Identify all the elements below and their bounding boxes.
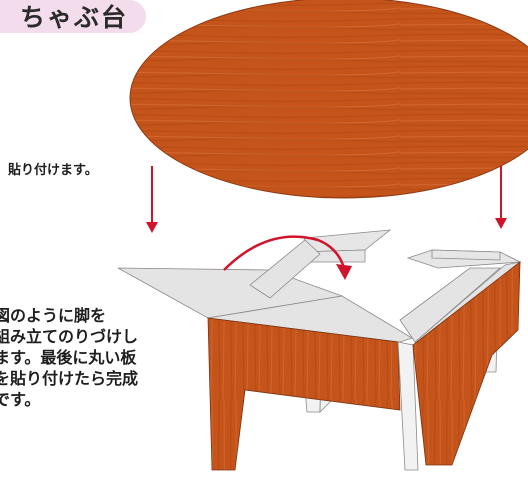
instruction-line: ます。最後に丸い板 <box>0 348 137 367</box>
instruction-line: 図のように脚を <box>0 306 107 325</box>
front-leg <box>207 261 521 471</box>
title-tab <box>0 0 146 33</box>
instruction-line: を貼り付けたら完成 <box>0 369 139 388</box>
curved-arrow-icon <box>223 235 352 280</box>
page-title: ちゃぶ台 <box>20 3 129 32</box>
tabletop <box>129 0 528 199</box>
instruction-line: 組み立てのりづけし <box>0 327 139 346</box>
instruction-top: 貼り付けます。 <box>8 163 98 178</box>
instruction-line: です。 <box>0 390 41 409</box>
down-arrow-icon <box>495 166 507 229</box>
down-arrow-icon <box>146 166 158 233</box>
instruction-text: 図のように脚を 組み立てのりづけし ます。最後に丸い板 を貼り付けたら完成 です… <box>0 305 204 410</box>
